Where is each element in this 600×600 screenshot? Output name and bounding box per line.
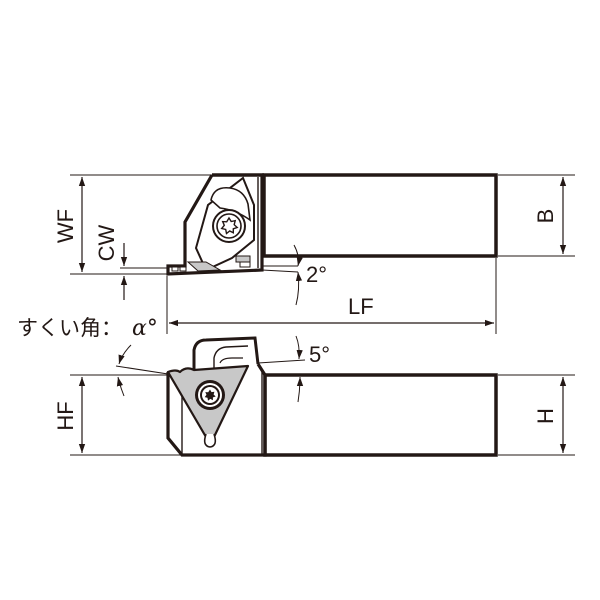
dimension-h: H	[533, 377, 567, 453]
dimension-cw: CW	[94, 224, 128, 300]
dimension-hf: HF	[53, 377, 86, 453]
dimension-wf: WF	[53, 177, 86, 272]
insert-screw-icon	[195, 380, 225, 410]
angle-5deg: 5°	[295, 335, 330, 403]
dimension-b: B	[533, 177, 567, 254]
top-shank	[212, 173, 498, 258]
dimension-lf: LF	[169, 294, 494, 327]
label-hf: HF	[53, 401, 78, 430]
label-h: H	[533, 408, 558, 424]
angle-2deg: 2°	[293, 244, 327, 306]
label-angle-2: 2°	[306, 262, 327, 287]
rake-angle-label: すくい角：	[17, 316, 122, 340]
label-lf: LF	[348, 294, 374, 319]
side-view: HF H 5° すくい角： α°	[17, 316, 575, 457]
rake-angle-symbol: α°	[132, 316, 158, 341]
side-head	[166, 336, 267, 457]
top-view: WF CW B LF 2°	[53, 173, 575, 334]
label-cw: CW	[94, 224, 119, 261]
side-extension-lines	[70, 359, 575, 456]
angle-rake: すくい角： α°	[17, 316, 158, 397]
label-wf: WF	[53, 209, 78, 243]
top-extension-lines	[70, 174, 575, 334]
label-b: B	[533, 209, 558, 224]
clamp-screw-icon	[212, 209, 246, 243]
label-angle-5: 5°	[309, 342, 330, 367]
top-head	[166, 174, 264, 276]
